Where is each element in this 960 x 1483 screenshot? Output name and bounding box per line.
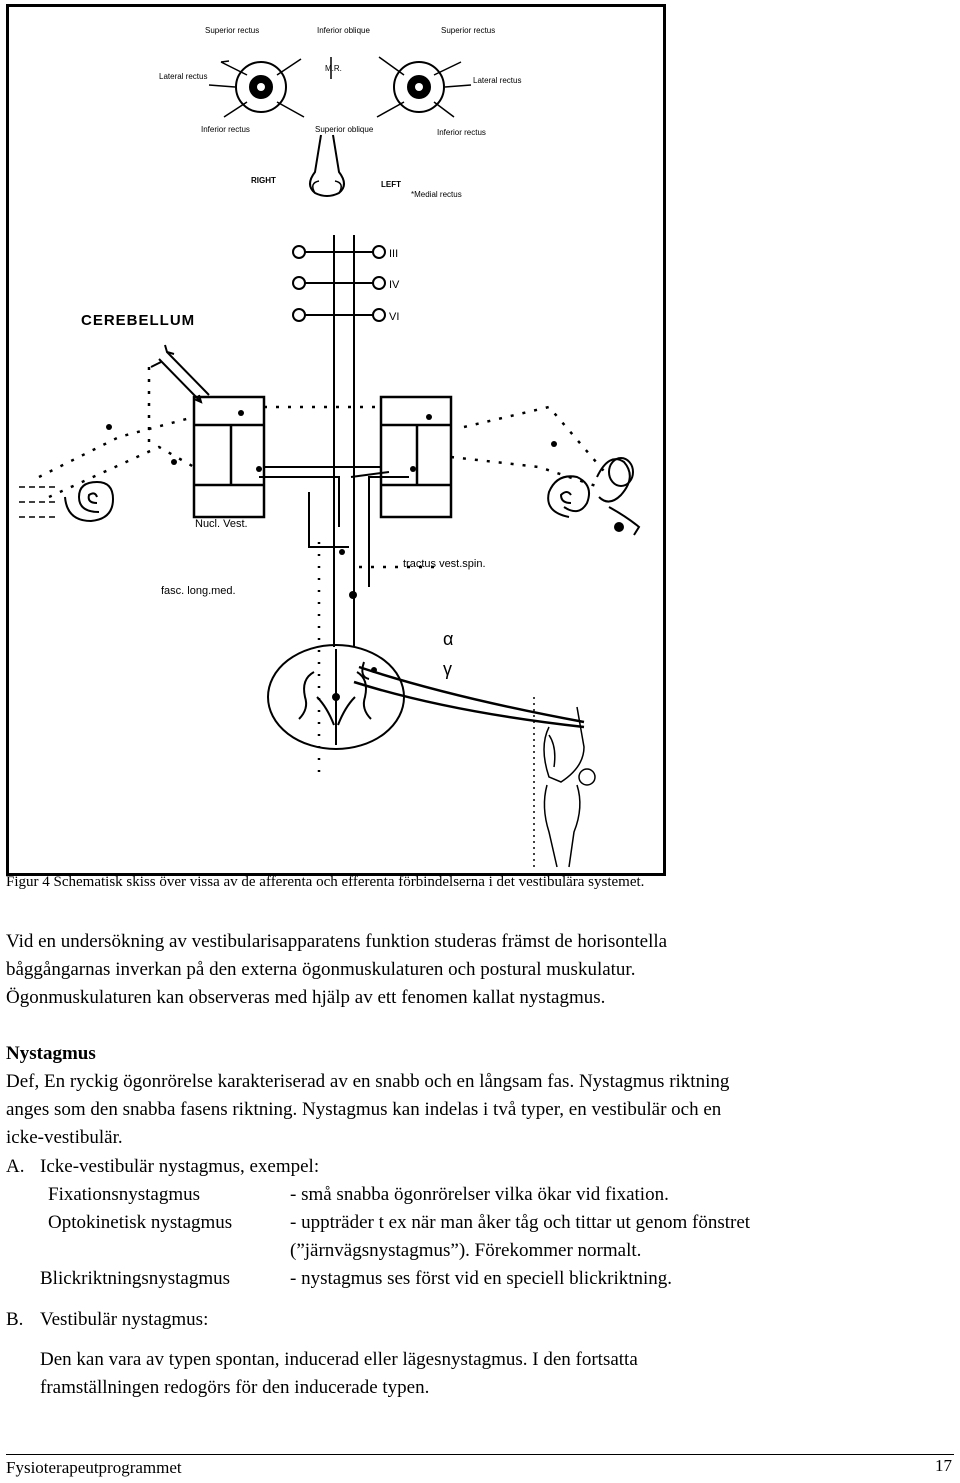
term-description: - små snabba ögonrörelser vilka ökar vid…	[290, 1184, 669, 1205]
section-b-marker: B.	[6, 1309, 24, 1330]
nerve-iii-label: III	[389, 248, 398, 260]
left-cochlea-icon	[64, 480, 115, 523]
medial-rectus-note: *Medial rectus	[411, 190, 462, 199]
left-label: LEFT	[381, 180, 401, 189]
inferior-oblique-label: Inferior oblique	[317, 26, 370, 35]
right-lateral-rectus-label: Lateral rectus	[159, 72, 207, 81]
left-eye	[393, 61, 445, 113]
left-lateral-rectus-label: Lateral rectus	[473, 76, 521, 85]
footer-program: Fysioterapeutprogrammet	[6, 1458, 182, 1477]
mr-label: M.R.	[325, 64, 342, 73]
paragraph-line: Ögonmuskulaturen kan observeras med hjäl…	[6, 987, 606, 1008]
vestibular-schematic: Superior rectus Inferior oblique Superio…	[19, 26, 641, 868]
right-inner-ear-icon	[547, 457, 641, 536]
definition-line: Def, En ryckig ögonrörelse karakterisera…	[6, 1071, 730, 1092]
section-b-title: Vestibulär nystagmus:	[40, 1309, 209, 1330]
vestibular-figure: Superior rectus Inferior oblique Superio…	[6, 4, 666, 876]
nerve-vi-label: VI	[389, 311, 399, 323]
tractus-label: tractus vest.spin.	[403, 558, 486, 570]
left-superior-rectus-label: Superior rectus	[441, 26, 495, 35]
term: Blickriktningsnystagmus	[40, 1268, 230, 1289]
gamma-label: γ	[443, 659, 452, 679]
term-description: - nystagmus ses först vid en speciell bl…	[290, 1268, 673, 1289]
fasc-label: fasc. long.med.	[161, 585, 236, 597]
term: Optokinetisk nystagmus	[48, 1212, 233, 1233]
cerebellum-arrows	[150, 344, 210, 404]
figure-caption: Figur 4 Schematisk skiss över vissa av d…	[6, 874, 645, 890]
spinal-cord-section	[267, 644, 405, 750]
definition-line: anges som den snabba fasens riktning. Ny…	[6, 1099, 722, 1120]
nose	[309, 134, 345, 197]
term-description: - uppträder t ex när man åker tåg och ti…	[290, 1212, 751, 1233]
paragraph-line: Vid en undersökning av vestibularisappar…	[6, 931, 668, 952]
superior-oblique-label: Superior oblique	[315, 125, 374, 134]
right-superior-rectus-label: Superior rectus	[205, 26, 259, 35]
page-number: 17	[935, 1456, 952, 1475]
definition-line: icke-vestibulär.	[6, 1127, 123, 1148]
right-inferior-rectus-label: Inferior rectus	[201, 125, 250, 134]
alpha-label: α	[443, 629, 453, 649]
section-a-title: Icke-vestibulär nystagmus, exempel:	[40, 1156, 320, 1177]
left-vestibular-nucleus	[192, 395, 266, 519]
left-edge-marks	[19, 486, 57, 518]
paragraph-line: båggångarnas inverkan på den externa ögo…	[6, 959, 636, 980]
right-eye	[235, 61, 287, 113]
leg-bones	[533, 697, 596, 868]
section-b-line: Den kan vara av typen spontan, inducerad…	[40, 1349, 638, 1370]
afferent-pathways	[38, 367, 610, 569]
footer-divider	[6, 1454, 954, 1455]
muscle-arrows	[208, 56, 472, 118]
term-description: (”järnvägsnystagmus”). Förekommer normal…	[290, 1240, 642, 1261]
nystagmus-heading: Nystagmus	[6, 1043, 96, 1064]
right-label: RIGHT	[251, 176, 276, 185]
oculomotor-nuclei	[292, 245, 386, 322]
nerve-iv-label: IV	[389, 279, 400, 291]
nucl-vest-label: Nucl. Vest.	[195, 518, 248, 530]
cerebellum-label: CEREBELLUM	[81, 312, 195, 329]
section-b-line: framställningen redogörs för den inducer…	[40, 1377, 430, 1398]
right-vestibular-nucleus	[379, 395, 453, 519]
left-inferior-rectus-label: Inferior rectus	[437, 128, 486, 137]
term: Fixationsnystagmus	[48, 1184, 201, 1205]
section-a-marker: A.	[6, 1156, 25, 1177]
